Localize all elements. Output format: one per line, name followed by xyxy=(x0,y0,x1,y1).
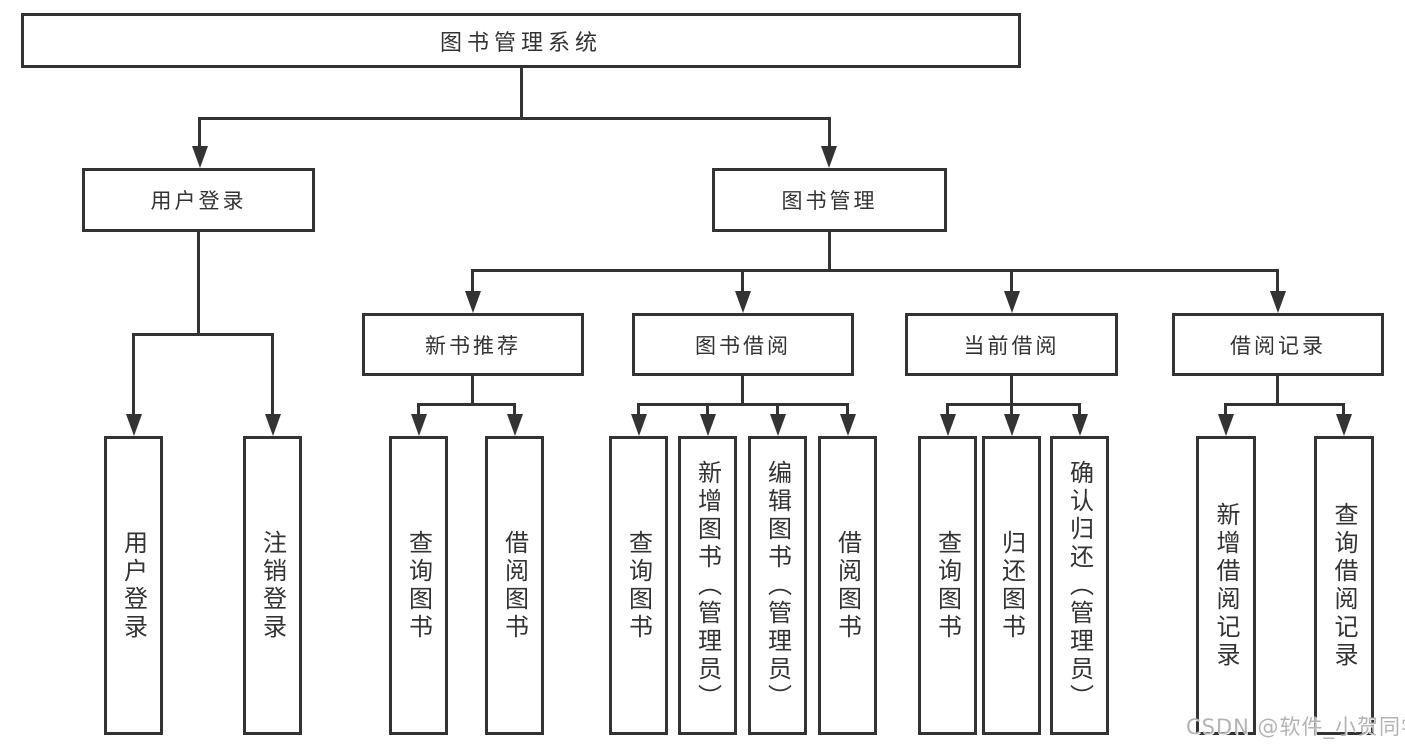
node-book-borrowing: 图书借阅 xyxy=(632,313,854,376)
node-current-borrowing: 当前借阅 xyxy=(905,313,1118,376)
arrow-down-icon xyxy=(840,414,856,436)
leaf-user-login: 用户登录 xyxy=(104,436,163,735)
arrow-down-icon xyxy=(1072,414,1088,436)
connector-line xyxy=(471,269,1279,272)
leaf-edit-book-admin: 编辑图书（管理员） xyxy=(748,436,807,735)
node-library-management-system: 图书管理系统 xyxy=(21,13,1021,68)
node-user-login: 用户登录 xyxy=(82,168,315,232)
arrow-down-icon xyxy=(1270,291,1286,313)
connector-line xyxy=(417,403,420,417)
connector-line xyxy=(132,333,274,336)
node-label: 图书管理系统 xyxy=(439,30,602,56)
arrow-down-icon xyxy=(465,291,481,313)
connector-line xyxy=(1010,403,1013,417)
node-label: 借阅记录 xyxy=(1230,333,1326,358)
connector-line xyxy=(271,333,274,416)
watermark: CSDN @软件_小贺同学 xyxy=(1186,715,1405,739)
connector-line xyxy=(1010,376,1013,405)
connector-line xyxy=(1078,403,1081,417)
node-label: 用户登录 xyxy=(150,189,247,213)
node-label: 图书管理 xyxy=(781,189,878,213)
arrow-down-icon xyxy=(126,414,142,436)
node-borrowing-records: 借阅记录 xyxy=(1172,313,1384,376)
connector-line xyxy=(197,232,200,336)
connector-line xyxy=(198,117,201,149)
connector-line xyxy=(1342,403,1345,417)
leaf-query-books-borrow: 查询图书 xyxy=(609,436,668,735)
leaf-query-books-recommend: 查询图书 xyxy=(389,436,448,735)
leaf-query-borrow-record: 查询借阅记录 xyxy=(1314,436,1374,735)
arrow-down-icon xyxy=(631,414,647,436)
connector-line xyxy=(706,403,709,417)
node-label: 当前借阅 xyxy=(963,333,1060,358)
node-label: 图书借阅 xyxy=(695,333,791,358)
connector-line xyxy=(1224,403,1227,417)
node-book-management: 图书管理 xyxy=(712,168,947,232)
arrow-down-icon xyxy=(411,414,427,436)
connector-line xyxy=(417,403,516,406)
connector-line xyxy=(637,403,640,417)
arrow-down-icon xyxy=(265,414,281,436)
arrow-down-icon xyxy=(770,414,786,436)
connector-line xyxy=(946,403,949,417)
connector-line xyxy=(198,117,831,120)
arrow-down-icon xyxy=(1004,414,1020,436)
connector-line xyxy=(520,68,523,120)
leaf-add-book-admin: 新增图书（管理员） xyxy=(678,436,737,735)
leaf-return-book: 归还图书 xyxy=(982,436,1041,735)
connector-line xyxy=(1276,269,1279,295)
connector-line xyxy=(776,403,779,417)
arrow-down-icon xyxy=(1218,414,1234,436)
node-label: 新书推荐 xyxy=(425,333,521,358)
leaf-borrow-books: 借阅图书 xyxy=(818,436,877,735)
node-new-book-recommendation: 新书推荐 xyxy=(362,313,584,376)
arrow-down-icon xyxy=(1004,291,1020,313)
leaf-label: 查询图书 xyxy=(933,529,962,642)
connector-line xyxy=(1276,376,1279,405)
connector-line xyxy=(741,269,744,295)
arrow-down-icon xyxy=(735,291,751,313)
arrow-down-icon xyxy=(940,414,956,436)
leaf-label: 编辑图书（管理员） xyxy=(763,459,792,712)
connector-line xyxy=(513,403,516,417)
leaf-label: 查询借阅记录 xyxy=(1330,501,1358,670)
leaf-label: 借阅图书 xyxy=(833,529,862,642)
leaf-label: 注销登录 xyxy=(258,529,287,642)
leaf-add-borrow-record: 新增借阅记录 xyxy=(1196,436,1256,735)
arrow-down-icon xyxy=(821,146,837,168)
leaf-confirm-return-admin: 确认归还（管理员） xyxy=(1050,436,1109,735)
connector-line xyxy=(132,333,135,416)
connector-line xyxy=(741,376,744,405)
leaf-borrow-books-recommend: 借阅图书 xyxy=(485,436,544,735)
arrow-down-icon xyxy=(700,414,716,436)
connector-line xyxy=(828,117,831,149)
leaf-logout: 注销登录 xyxy=(243,436,302,735)
connector-line xyxy=(946,403,1081,406)
connector-line xyxy=(1010,269,1013,295)
connector-line xyxy=(1224,403,1345,406)
connector-line xyxy=(471,376,474,405)
leaf-query-books-current: 查询图书 xyxy=(918,436,977,735)
arrow-down-icon xyxy=(1336,414,1352,436)
connector-line xyxy=(471,269,474,295)
connector-line xyxy=(637,403,849,406)
leaf-label: 新增图书（管理员） xyxy=(693,459,722,712)
leaf-label: 用户登录 xyxy=(119,529,148,642)
arrow-down-icon xyxy=(507,414,523,436)
leaf-label: 新增借阅记录 xyxy=(1212,501,1240,670)
leaf-label: 查询图书 xyxy=(624,529,653,642)
connector-line xyxy=(828,232,831,272)
arrow-down-icon xyxy=(192,146,208,168)
leaf-label: 确认归还（管理员） xyxy=(1065,459,1094,712)
connector-line xyxy=(846,403,849,417)
leaf-label: 查询图书 xyxy=(404,529,433,642)
leaf-label: 归还图书 xyxy=(997,529,1026,642)
leaf-label: 借阅图书 xyxy=(500,529,529,642)
